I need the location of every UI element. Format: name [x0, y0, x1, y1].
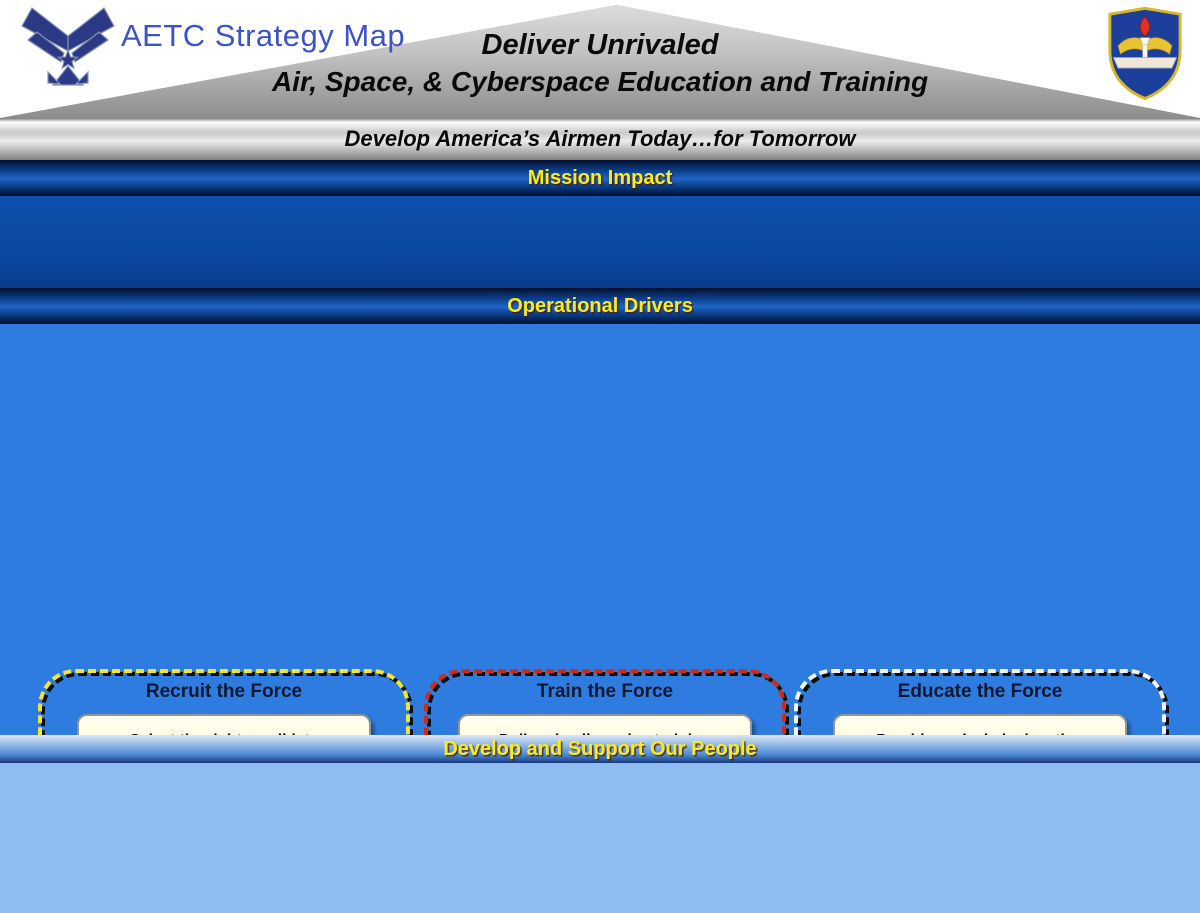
group-title: Educate the Force: [897, 681, 1063, 702]
star-glyph: [56, 48, 80, 70]
operational-drivers-title: Operational Drivers: [507, 294, 693, 317]
group-title: Train the Force: [536, 681, 674, 702]
people-section: Build an integrated AETC team AETC duty …: [0, 763, 1200, 913]
page-title: AETC Strategy Map: [121, 18, 406, 53]
aetc-shield-icon: [1104, 6, 1186, 104]
operational-drivers-band: Operational Drivers: [0, 288, 1200, 324]
people-band: Develop and Support Our People: [0, 735, 1200, 763]
tagline-bar: Develop America’s Airmen Today…for Tomor…: [0, 118, 1200, 162]
mission-impact-section: Deliver highly qualified, expeditionary …: [0, 196, 1200, 472]
mission-impact-band: Mission Impact: [0, 160, 1200, 196]
banner-title-line1: Deliver Unrivaled: [481, 29, 719, 61]
operational-drivers-section: Recruit the Force Select the right candi…: [0, 324, 1200, 885]
people-title: Develop and Support Our People: [443, 737, 757, 760]
tagline-text: Develop America’s Airmen Today…for Tomor…: [344, 126, 856, 151]
banner-title-line2: Air, Space, & Cyberspace Education and T…: [271, 66, 929, 97]
usaf-wings-icon: [18, 2, 118, 102]
header: AETC Strategy Map Deliver Unrivaled Air,…: [0, 0, 1200, 118]
group-title: Recruit the Force: [145, 681, 303, 702]
mission-impact-title: Mission Impact: [527, 166, 673, 189]
